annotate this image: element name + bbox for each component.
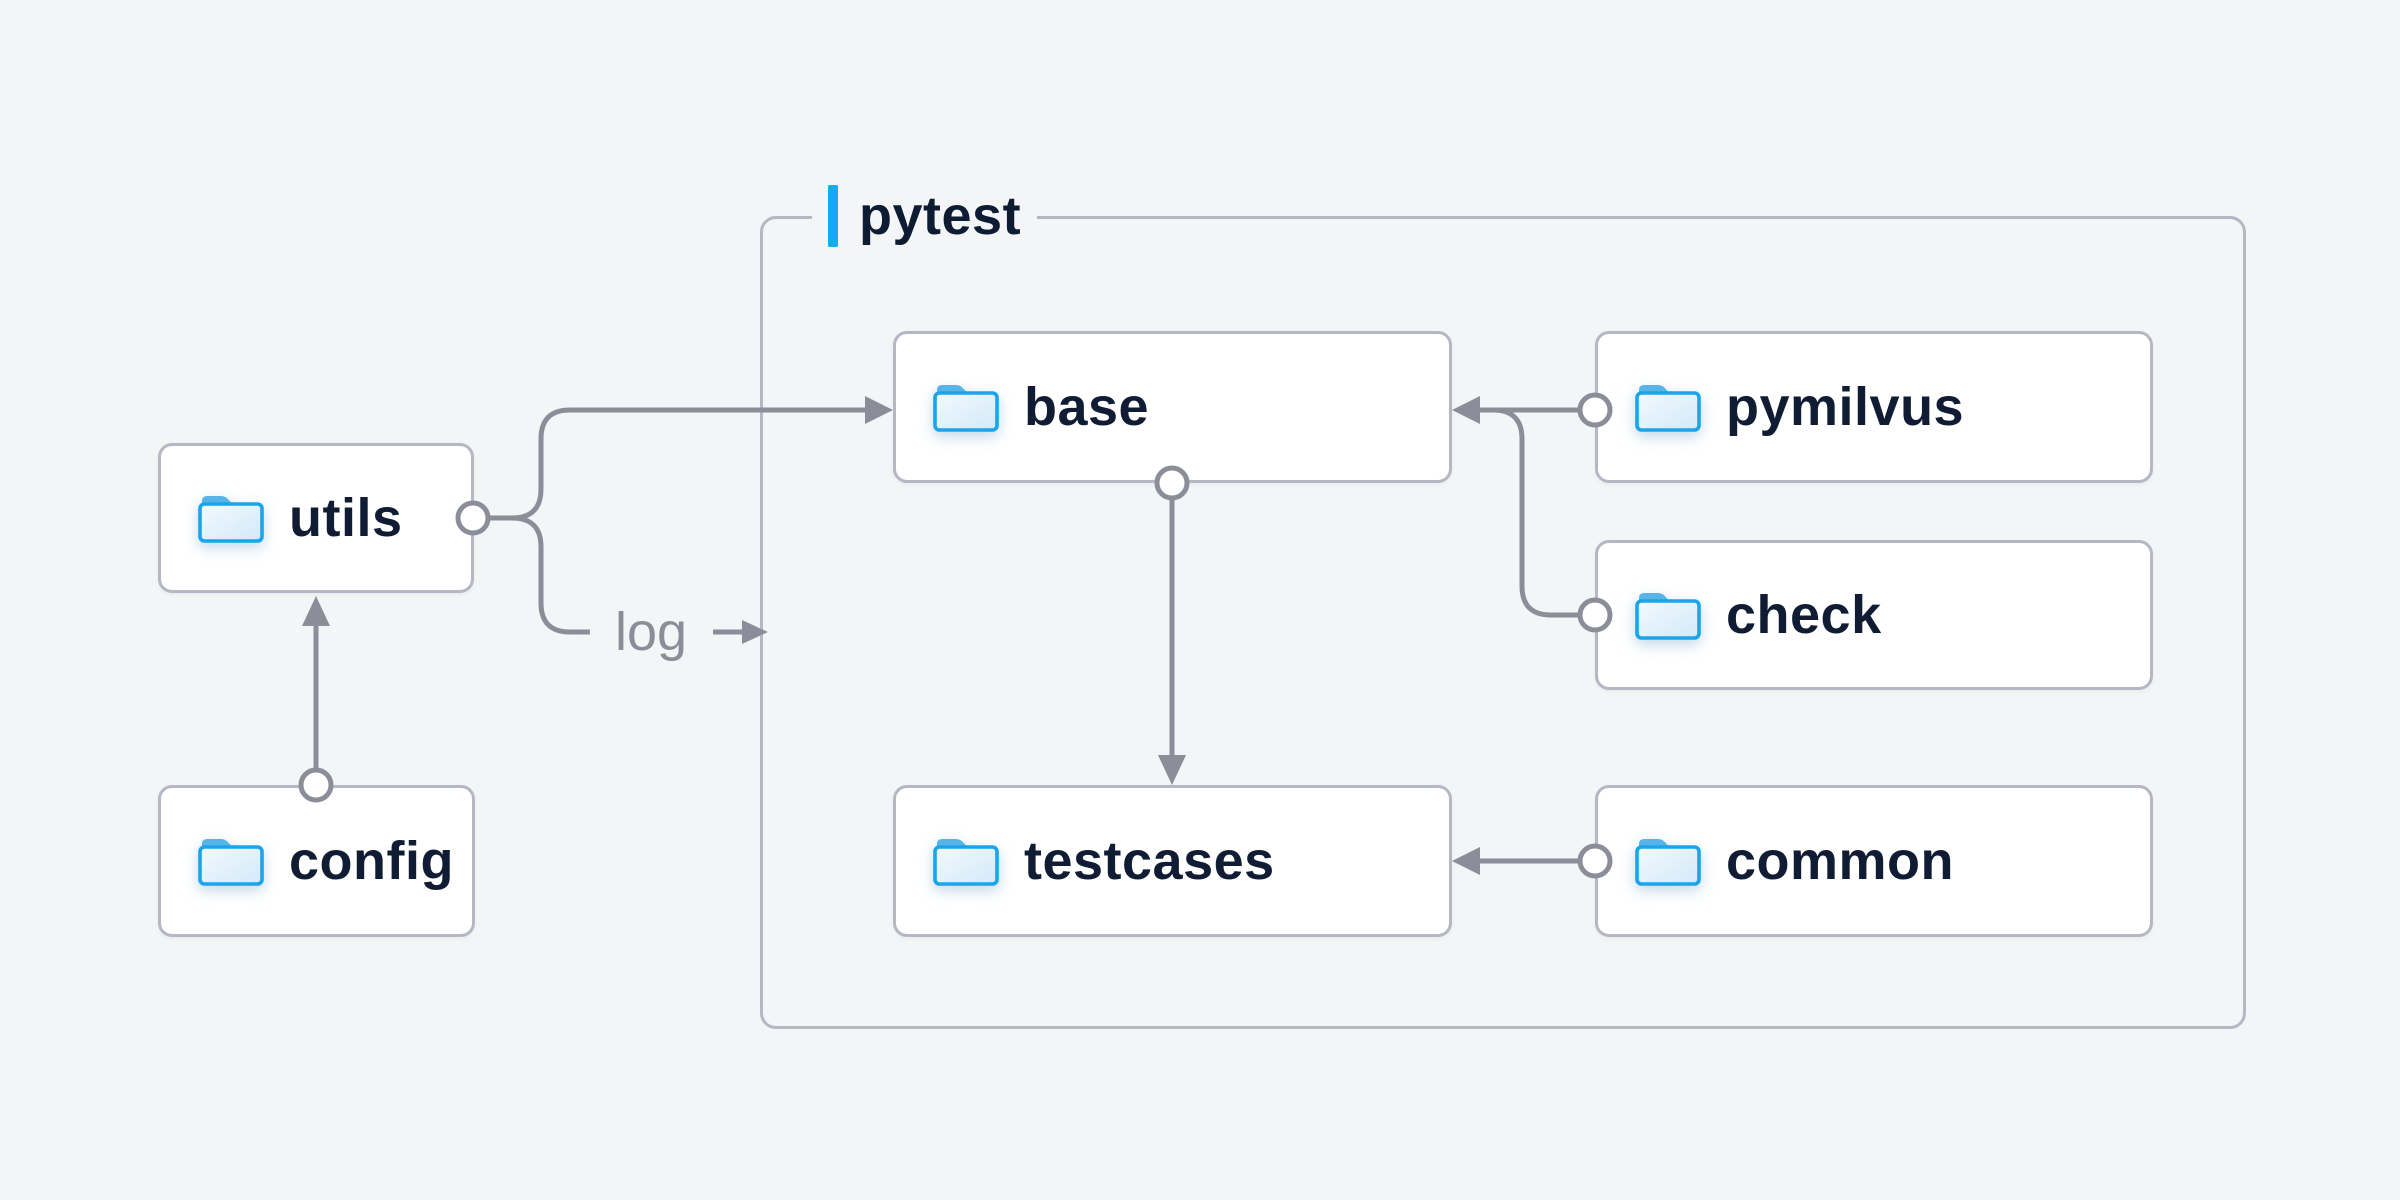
folder-icon xyxy=(198,839,264,886)
node-check: check xyxy=(1595,540,2153,690)
arrowhead-into-utils-bottom xyxy=(302,596,330,626)
folder-icon xyxy=(1635,385,1701,432)
folder-icon xyxy=(933,839,999,886)
node-label: config xyxy=(289,831,454,891)
node-base: base xyxy=(893,331,1452,483)
folder-icon xyxy=(198,496,264,543)
node-pymilvus: pymilvus xyxy=(1595,331,2153,483)
node-label: pymilvus xyxy=(1726,377,1965,437)
pytest-accent-bar xyxy=(828,185,838,247)
pytest-group-title: pytest xyxy=(859,186,1022,246)
folder-icon xyxy=(933,385,999,432)
folder-icon xyxy=(1635,839,1701,886)
node-utils: utils xyxy=(158,443,474,593)
folder-icon xyxy=(1635,593,1701,640)
edge-config-utils xyxy=(298,596,334,803)
pytest-group-label: pytest xyxy=(812,183,1038,249)
node-common: common xyxy=(1595,785,2153,937)
node-config: config xyxy=(158,785,475,937)
node-label: base xyxy=(1024,377,1150,437)
node-label: testcases xyxy=(1024,831,1275,891)
node-testcases: testcases xyxy=(893,785,1452,937)
node-label: utils xyxy=(289,488,403,548)
edge-label-log: log xyxy=(614,602,688,662)
node-label: check xyxy=(1726,585,1882,645)
node-label: common xyxy=(1726,831,1955,891)
